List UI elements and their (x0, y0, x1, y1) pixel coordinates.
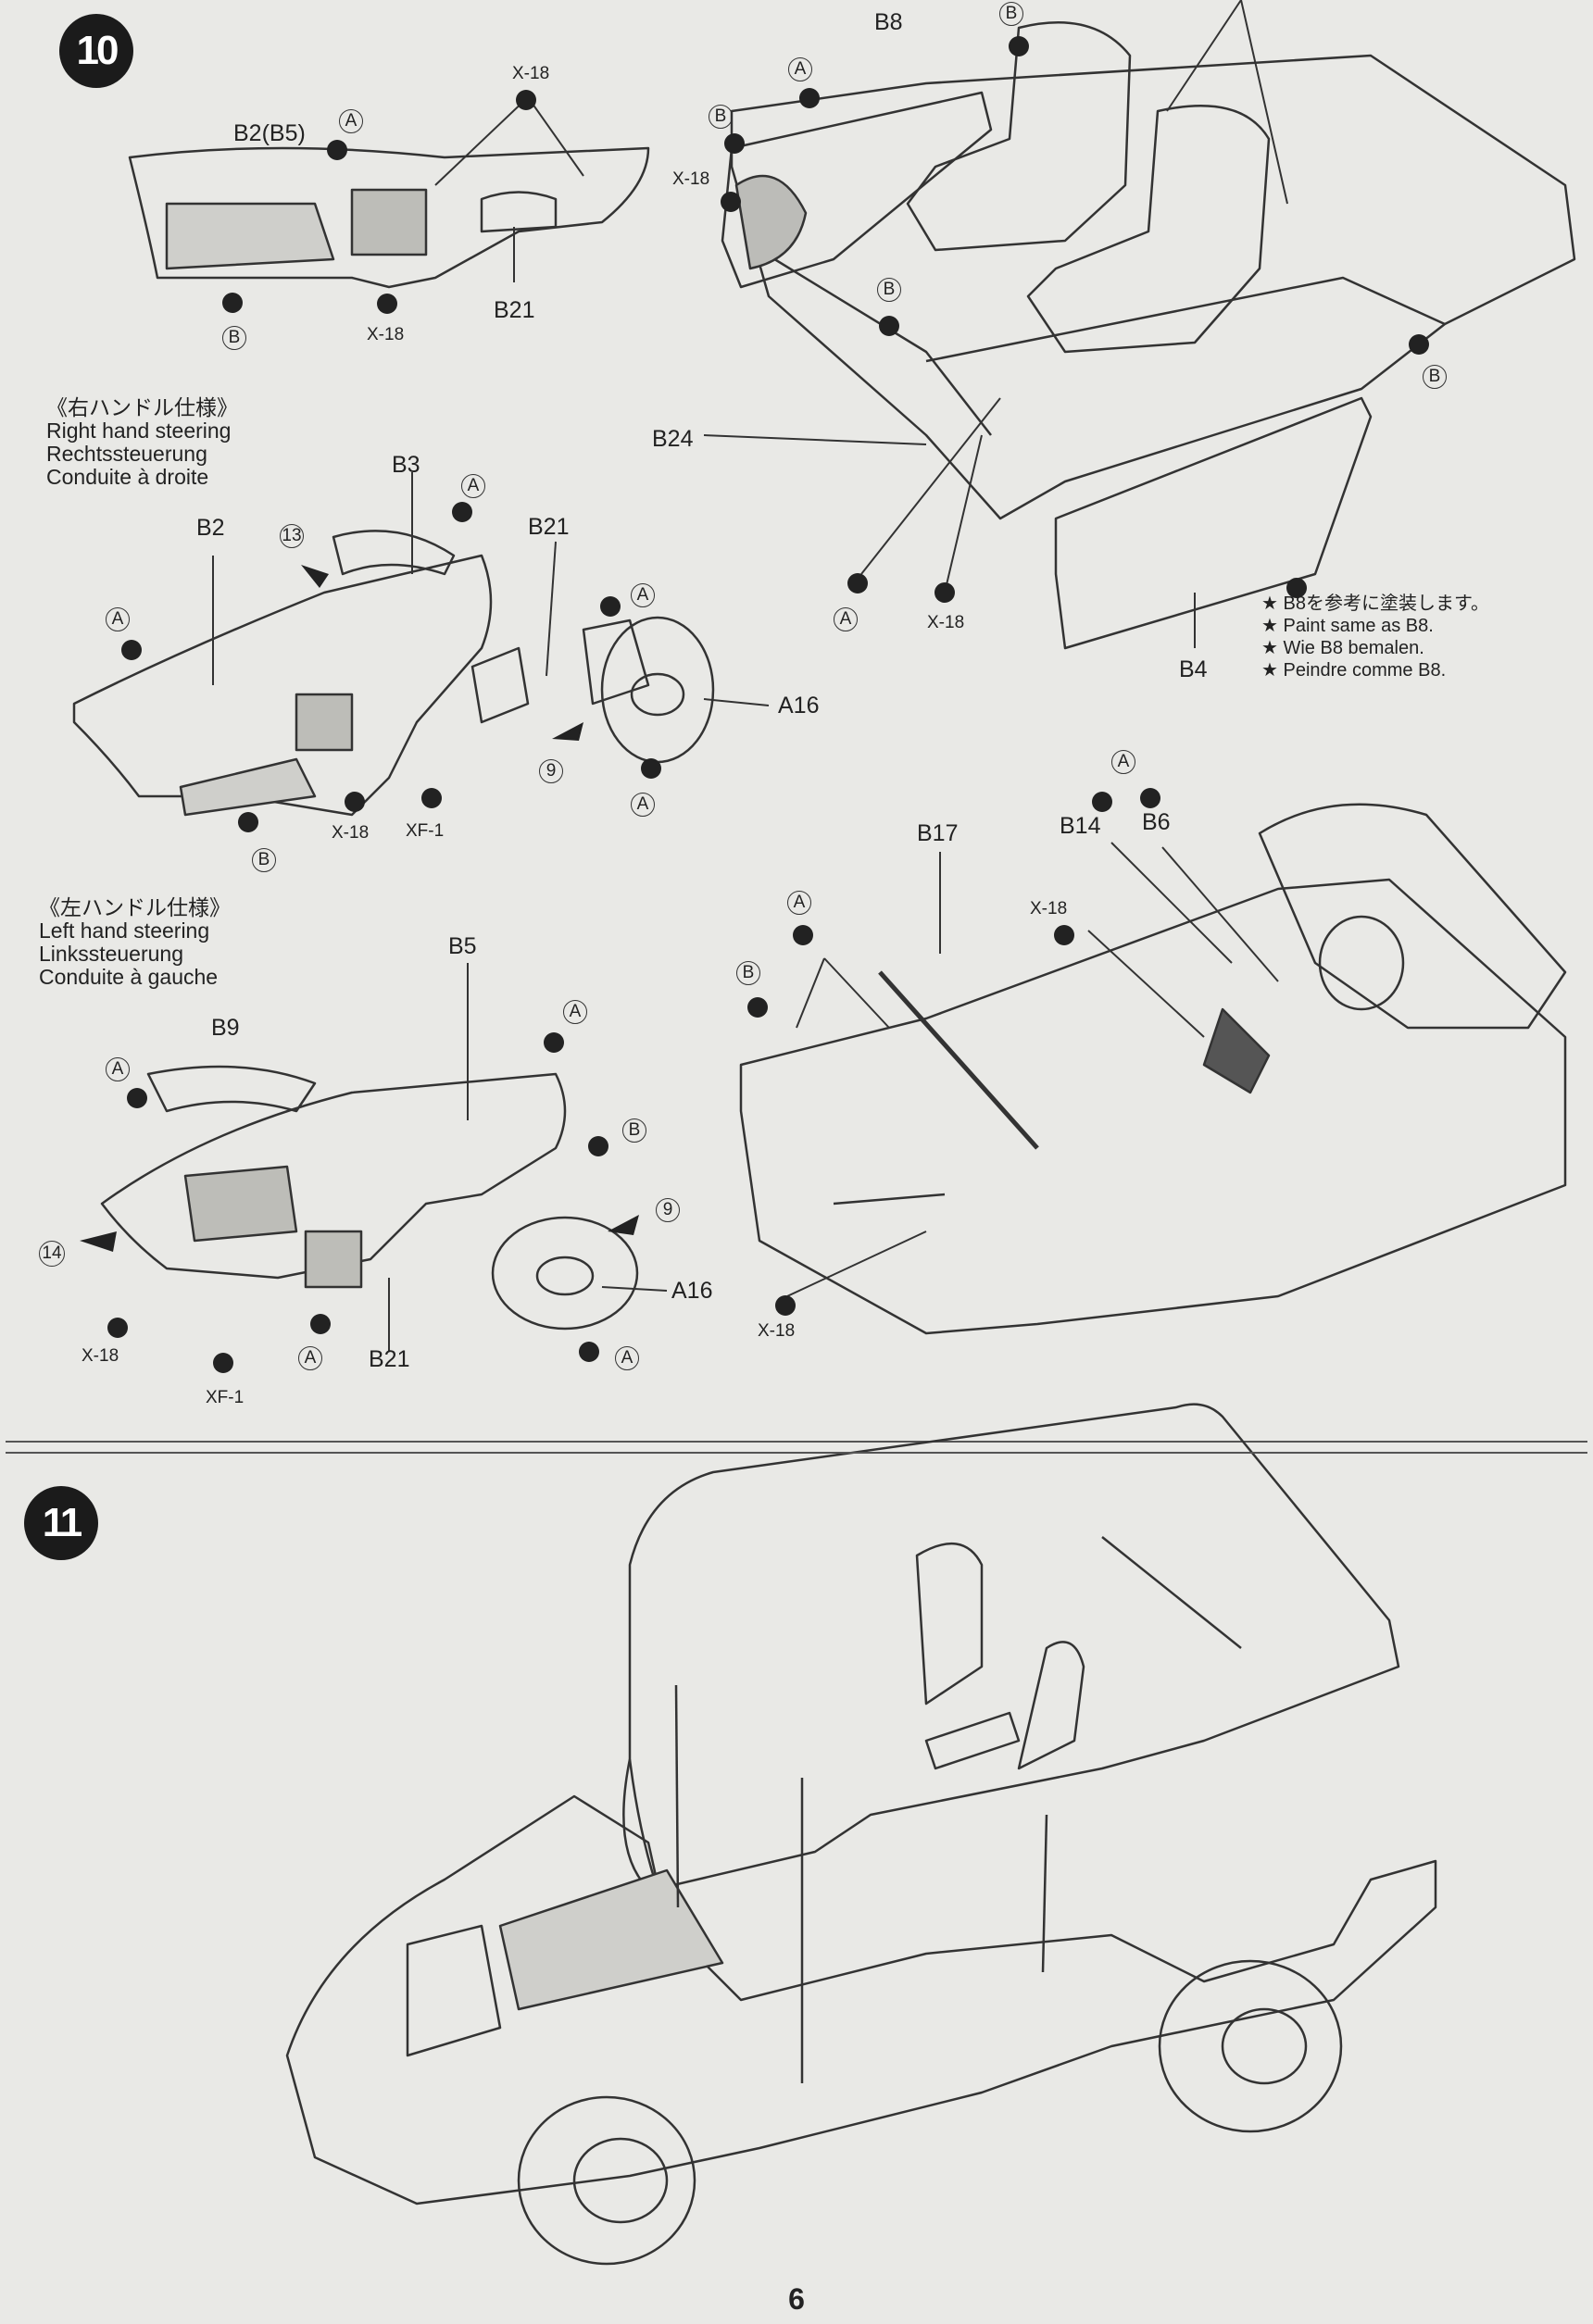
door-panel-b4-drawing (1054, 396, 1373, 650)
label-b8: B8 (874, 9, 903, 35)
right-hand-steering-block: 《右ハンドル仕様》 Right hand steering Rechtssteu… (46, 396, 238, 489)
seat-right-drawing (1026, 105, 1271, 354)
label-b2-b5: B2(B5) (233, 120, 306, 146)
label-x18-dash: X-18 (367, 325, 405, 344)
marker-b: B (222, 326, 246, 350)
page-number: 6 (788, 2282, 805, 2316)
marker-b: B (252, 848, 276, 872)
seat-left-drawing (906, 21, 1132, 252)
marker-b: B (1423, 365, 1447, 389)
seat-final-drawing (915, 1542, 984, 1706)
paint-note-de: ★ Wie B8 bemalen. (1261, 638, 1424, 658)
steering-wheel-lh-drawing (491, 1216, 639, 1331)
rh-title-de: Rechtssteuerung (46, 442, 207, 466)
marker-9: 9 (539, 759, 563, 783)
marker-a: A (615, 1346, 639, 1370)
door-panel-b8-drawing (721, 91, 993, 289)
marker-a: A (461, 474, 485, 498)
label-b5: B5 (448, 933, 477, 959)
label-x18-floor: X-18 (927, 613, 965, 632)
label-b4: B4 (1179, 656, 1208, 682)
marker-a: A (834, 607, 858, 631)
marker-a: A (631, 793, 655, 817)
paint-note: ★ B8を参考に塗装します。 ★ Paint same as B8. ★ Wie… (1261, 593, 1489, 681)
marker-b: B (622, 1118, 646, 1143)
marker-a: A (631, 583, 655, 607)
label-x18-console: X-18 (1030, 899, 1068, 918)
rear-wheel-drawing (1158, 1959, 1343, 2133)
meter-hood-b9-drawing (146, 1065, 317, 1113)
steering-wheel-rh-drawing (600, 616, 715, 764)
label-a16-lh: A16 (671, 1278, 713, 1304)
marker-b: B (999, 2, 1023, 26)
body-tub-lower-drawing (739, 878, 1567, 1335)
lh-title-en: Left hand steering (39, 918, 210, 943)
label-x18-door: X-18 (672, 169, 710, 189)
label-xf1-rh: XF-1 (406, 821, 445, 841)
marker-b: B (877, 278, 901, 302)
step-number-10: 10 (59, 14, 133, 88)
step-10-panel (6, 0, 1587, 1443)
marker-a: A (1111, 750, 1135, 774)
lh-title-jp: 《左ハンドル仕様》 (39, 895, 231, 919)
label-b2: B2 (196, 515, 225, 541)
label-xf1-lh: XF-1 (206, 1388, 245, 1407)
label-b3: B3 (392, 452, 420, 478)
front-wheel-drawing (517, 2095, 696, 2266)
paint-note-fr: ★ Peindre comme B8. (1261, 660, 1447, 681)
label-x18-lh: X-18 (82, 1346, 119, 1366)
label-b6: B6 (1142, 809, 1171, 835)
label-b9: B9 (211, 1015, 240, 1041)
marker-13: 13 (280, 524, 304, 548)
hex-pin-icon (516, 90, 536, 110)
marker-a: A (563, 1000, 587, 1024)
marker-14: 14 (39, 1241, 65, 1267)
marker-b: B (709, 105, 733, 129)
rh-title-fr: Conduite à droite (46, 465, 209, 489)
label-b24: B24 (652, 426, 694, 452)
lh-title-fr: Conduite à gauche (39, 965, 219, 989)
column-switch-drawing (470, 646, 530, 724)
step-number-11: 11 (24, 1486, 98, 1560)
marker-a: A (106, 1057, 130, 1081)
step-11-panel (6, 1452, 1587, 2287)
label-b17: B17 (917, 820, 959, 846)
paint-note-jp: ★ B8を参考に塗装します。 (1261, 593, 1489, 614)
marker-a: A (787, 891, 811, 915)
body-tub-drawing (730, 54, 1576, 520)
dashboard-lh-drawing (100, 1072, 567, 1280)
dashboard-rh-drawing (72, 554, 493, 817)
marker-a: A (339, 109, 363, 133)
marker-a: A (298, 1346, 322, 1370)
marker-a: A (788, 57, 812, 81)
label-b21-top: B21 (494, 297, 535, 323)
label-a16-rh: A16 (778, 693, 820, 718)
marker-a: A (106, 607, 130, 631)
paint-note-en: ★ Paint same as B8. (1261, 616, 1434, 636)
label-b21-lh: B21 (369, 1346, 410, 1372)
label-b21-rh: B21 (528, 514, 570, 540)
marker-b: B (736, 961, 760, 985)
marker-9: 9 (656, 1198, 680, 1222)
rh-title-en: Right hand steering (46, 419, 232, 443)
dashboard-top-drawing (128, 146, 650, 289)
label-x18-top: X-18 (512, 64, 550, 83)
label-b14: B14 (1060, 813, 1101, 839)
label-x18-rh: X-18 (332, 823, 370, 843)
label-x18-lower: X-18 (758, 1321, 796, 1341)
left-hand-steering-block: 《左ハンドル仕様》 Left hand steering Linkssteuer… (39, 896, 231, 989)
rh-title-jp: 《右ハンドル仕様》 (46, 395, 238, 419)
car-body-final-drawing (628, 1403, 1400, 1891)
lh-title-de: Linkssteuerung (39, 942, 183, 966)
meter-hood-b3-drawing (332, 530, 456, 576)
